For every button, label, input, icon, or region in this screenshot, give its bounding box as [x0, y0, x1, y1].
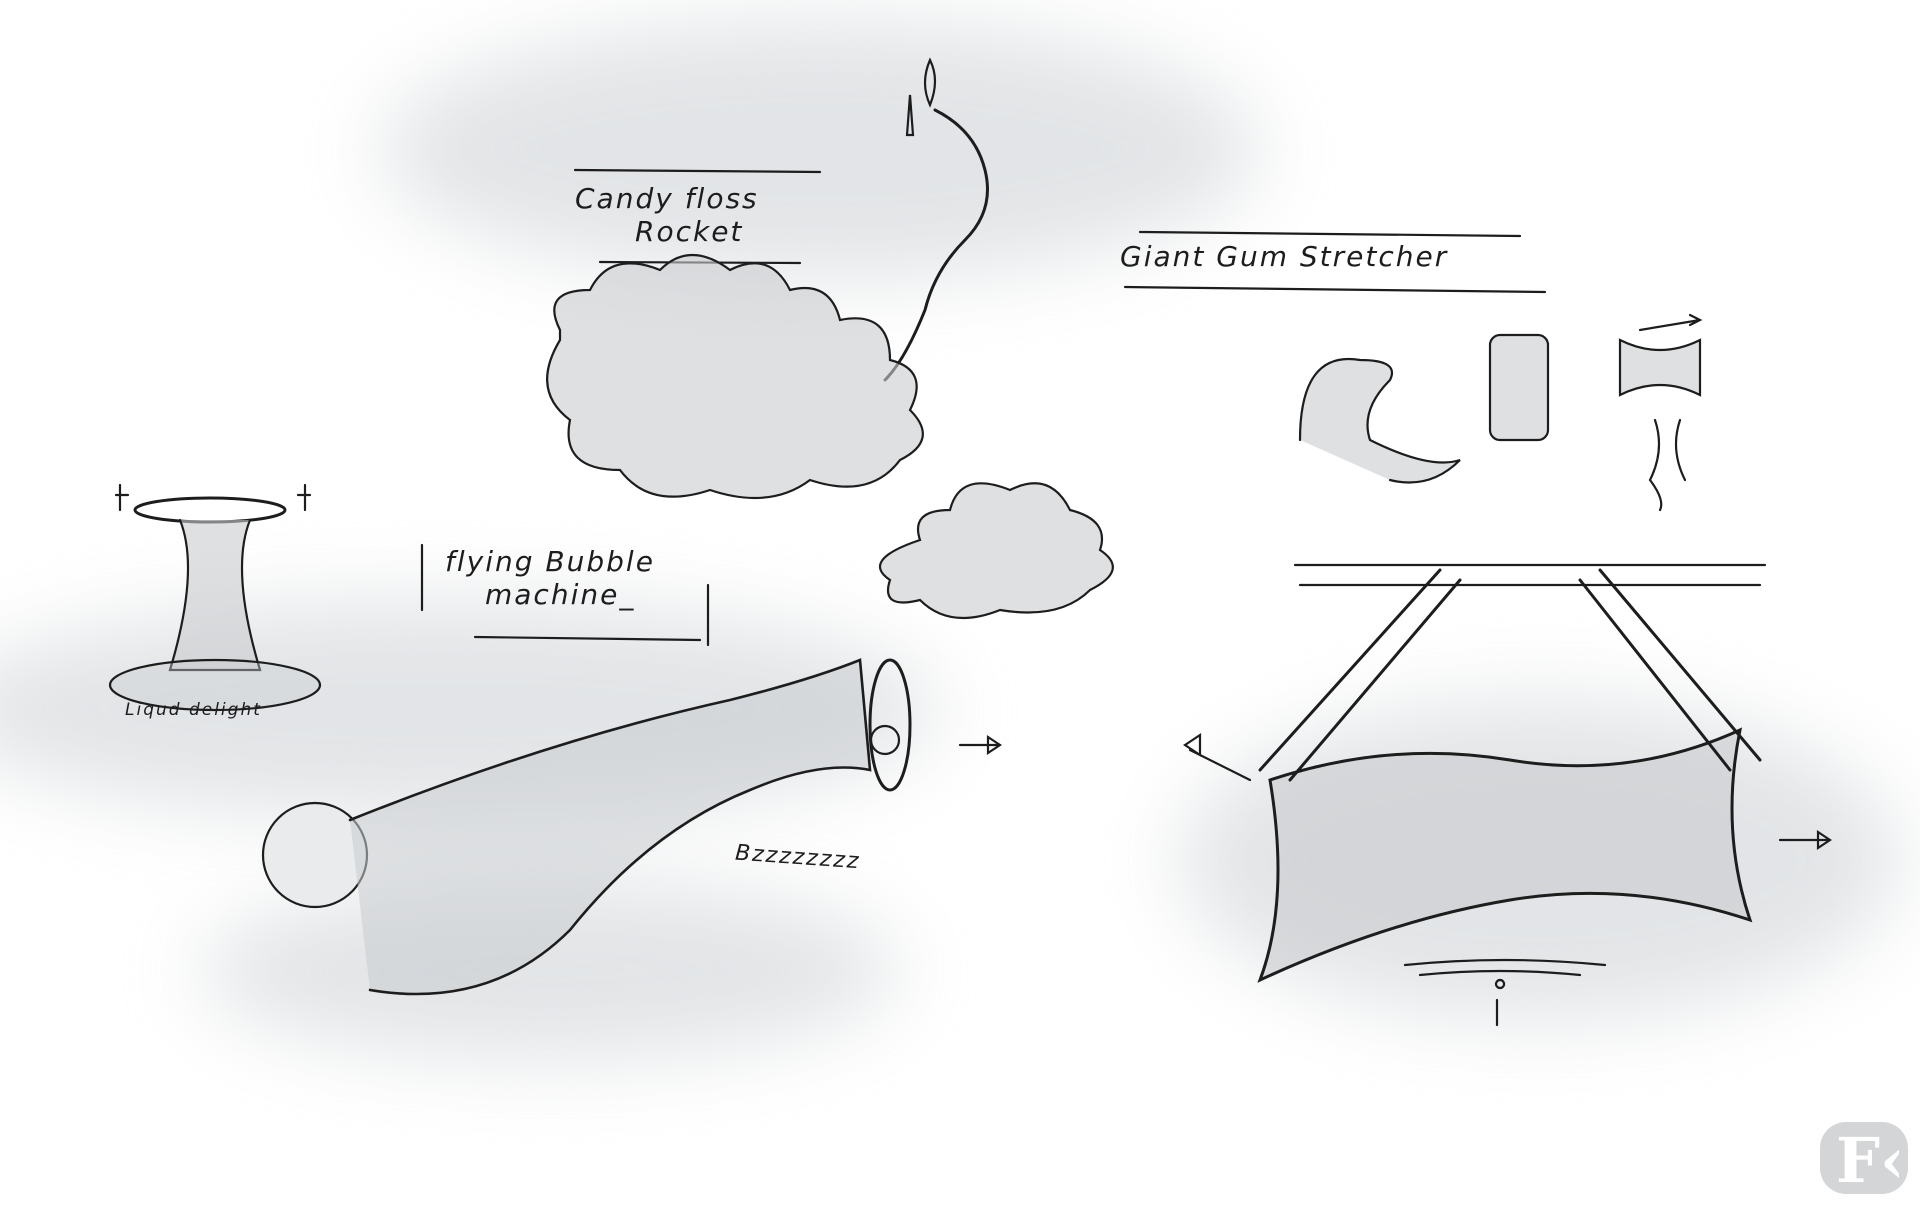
liquid-delight-sketch	[108, 483, 322, 712]
liquid-delight-caption: Liqud delight	[125, 700, 262, 720]
candy-floss-rocket-sketch	[546, 57, 1114, 620]
giant-gum-stretcher-title: Giant Gum Stretcher	[1120, 240, 1449, 273]
candy-floss-rocket-title-line2: Rocket	[635, 215, 744, 248]
flying-bubble-machine-title-line2: machine_	[485, 578, 636, 611]
giant-gum-stretcher-sketch	[1123, 230, 1832, 1027]
candy-floss-rocket-title: Candy floss Rocket	[575, 182, 759, 248]
brand-logo: F‹	[1820, 1122, 1908, 1197]
background-wash-top	[380, 20, 1260, 280]
flying-bubble-machine-title-line1: flying Bubble	[445, 545, 655, 578]
candy-floss-rocket-title-line1: Candy floss	[575, 182, 759, 215]
flying-bubble-machine-sketch	[261, 543, 1002, 996]
flying-bubble-machine-title: flying Bubble machine_	[445, 545, 655, 611]
brand-logo-glyph: F‹	[1836, 1124, 1905, 1197]
